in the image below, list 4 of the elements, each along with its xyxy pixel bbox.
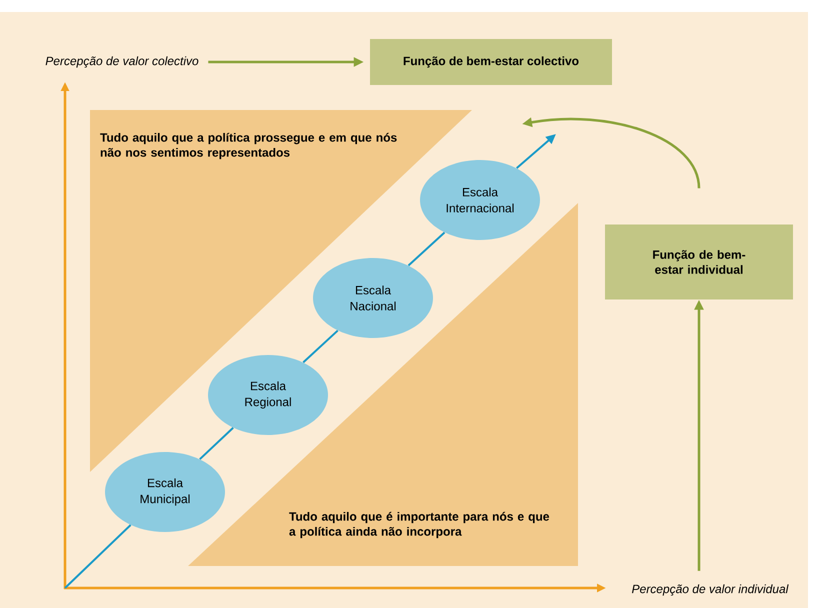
process-box: Função de bem-estar colectivo	[370, 39, 612, 85]
process-box: Função de bem-estar individual	[605, 224, 793, 300]
axis-label: Percepção de valor colectivo	[46, 56, 198, 68]
axis-label: Percepção de valor individual	[632, 584, 789, 596]
